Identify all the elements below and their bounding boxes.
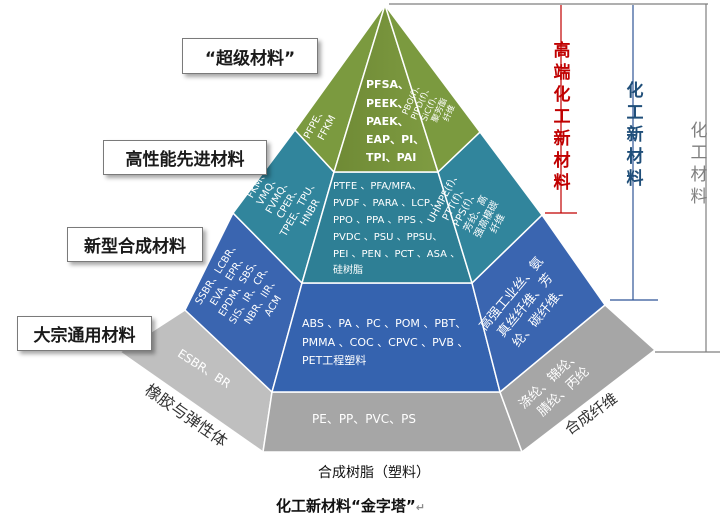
tier1-center-text: PFSA、 PEEK、 PAEK、 EAP、PI、 TPI、PAI	[366, 78, 428, 164]
figure-caption-text: 化工新材料“金字塔”	[276, 497, 416, 515]
tier4-center-text: PE、PP、PVC、PS	[312, 412, 416, 426]
category-new-synthetic: 新型合成材料	[67, 227, 203, 262]
bracket-label-all-materials: 化工材料	[690, 121, 708, 207]
category-super-materials: “超级材料”	[182, 38, 318, 74]
tier2-center-text: PTFE 、PFA/MFA、 PVDF 、PARA 、LCP、 PPO 、PPA…	[333, 181, 463, 276]
tier2-right-text: UHMPE(f)、 PTT(f)、 PPS(f)、 芳纶、高 强高模碳 纤维	[426, 166, 517, 253]
category-high-performance: 高性能先进材料	[103, 140, 267, 175]
tier3-center-text: ABS 、PA 、PC 、POM 、PBT、 PMMA 、COC 、CPVC 、…	[302, 317, 472, 367]
base-label-resin: 合成树脂（塑料）	[318, 465, 430, 481]
bracket-all-materials	[389, 3, 720, 353]
return-mark-icon: ↵	[415, 501, 425, 514]
figure-caption: 化工新材料“金字塔”↵	[276, 495, 425, 516]
bracket-high-end	[545, 5, 577, 214]
bracket-label-high-end: 高端化工新材料	[553, 41, 571, 193]
bracket-label-new-materials: 化工新材料	[626, 81, 644, 189]
tier1-right-face	[384, 4, 481, 174]
bracket-new-materials	[610, 5, 658, 301]
category-commodity: 大宗通用材料	[17, 316, 152, 351]
